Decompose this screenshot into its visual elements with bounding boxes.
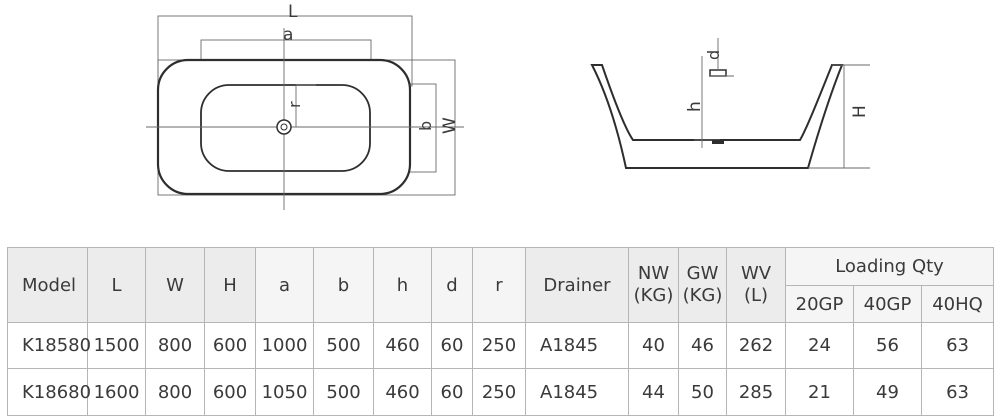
cell-gw: 50 — [678, 368, 727, 416]
header-nw: NW(KG) — [628, 247, 679, 323]
top-view-drawing: L a r b W — [146, 2, 464, 210]
cell-gw: 46 — [678, 322, 727, 369]
cell-40gp: 56 — [853, 322, 922, 369]
cell-h: 460 — [373, 322, 432, 369]
table-row: K18580 1500 800 600 1000 500 460 60 250 … — [7, 322, 995, 369]
cell-W: 800 — [145, 322, 205, 369]
label-r: r — [285, 101, 304, 108]
cell-40hq: 63 — [920, 322, 995, 369]
cell-20gp: 24 — [785, 322, 854, 369]
cell-a: 1000 — [255, 322, 314, 369]
label-L: L — [288, 2, 298, 22]
cell-20gp: 21 — [785, 368, 854, 416]
header-loading-qty: Loading Qty — [784, 247, 995, 286]
header-40gp: 40GP — [853, 285, 922, 323]
tub-side-profile — [590, 64, 844, 169]
header-gw: GW(KG) — [678, 247, 727, 323]
header-wv: WV(L) — [726, 247, 786, 323]
cell-40hq: 63 — [920, 368, 995, 416]
drain-icon — [276, 119, 292, 135]
cell-H: 600 — [204, 368, 256, 416]
label-H: H — [850, 105, 870, 118]
cell-L: 1500 — [87, 322, 146, 369]
label-W: W — [440, 117, 460, 134]
header-drainer: Drainer — [525, 247, 629, 323]
cell-b: 500 — [313, 368, 374, 416]
cell-drainer: A1845 — [525, 322, 629, 369]
cell-r: 250 — [472, 322, 526, 369]
cell-40gp: 49 — [853, 368, 922, 416]
cell-H: 600 — [204, 322, 256, 369]
cell-d: 60 — [431, 368, 473, 416]
cell-r: 250 — [472, 368, 526, 416]
cell-b: 500 — [313, 322, 374, 369]
header-L: L — [87, 247, 146, 323]
cell-d: 60 — [431, 322, 473, 369]
label-a: a — [283, 25, 293, 45]
header-r: r — [472, 247, 526, 323]
label-b: b — [416, 121, 435, 131]
cell-wv: 285 — [726, 368, 786, 416]
label-d: d — [704, 50, 723, 60]
header-model: Model — [7, 247, 88, 323]
header-b: b — [313, 247, 374, 323]
cell-wv: 262 — [726, 322, 786, 369]
header-d: d — [431, 247, 473, 323]
cell-L: 1600 — [87, 368, 146, 416]
overflow-icon — [709, 69, 727, 77]
cell-drainer: A1845 — [525, 368, 629, 416]
spec-table: Model L W H a b h d r Drainer NW(KG) GW(… — [7, 247, 995, 416]
cell-model: K18680 — [7, 368, 91, 416]
cell-W: 800 — [145, 368, 205, 416]
table-row: K18680 1600 800 600 1050 500 460 60 250 … — [7, 368, 995, 416]
header-a: a — [255, 247, 314, 323]
cell-model: K18580 — [7, 322, 91, 369]
header-W: W — [145, 247, 205, 323]
cell-nw: 40 — [628, 322, 679, 369]
cell-h: 460 — [373, 368, 432, 416]
cell-a: 1050 — [255, 368, 314, 416]
header-20gp: 20GP — [785, 285, 854, 323]
header-H: H — [204, 247, 256, 323]
header-40hq: 40HQ — [920, 285, 995, 323]
header-h: h — [373, 247, 432, 323]
cell-nw: 44 — [628, 368, 679, 416]
label-h: h — [685, 101, 705, 112]
side-view-drawing: d h H — [590, 38, 870, 169]
